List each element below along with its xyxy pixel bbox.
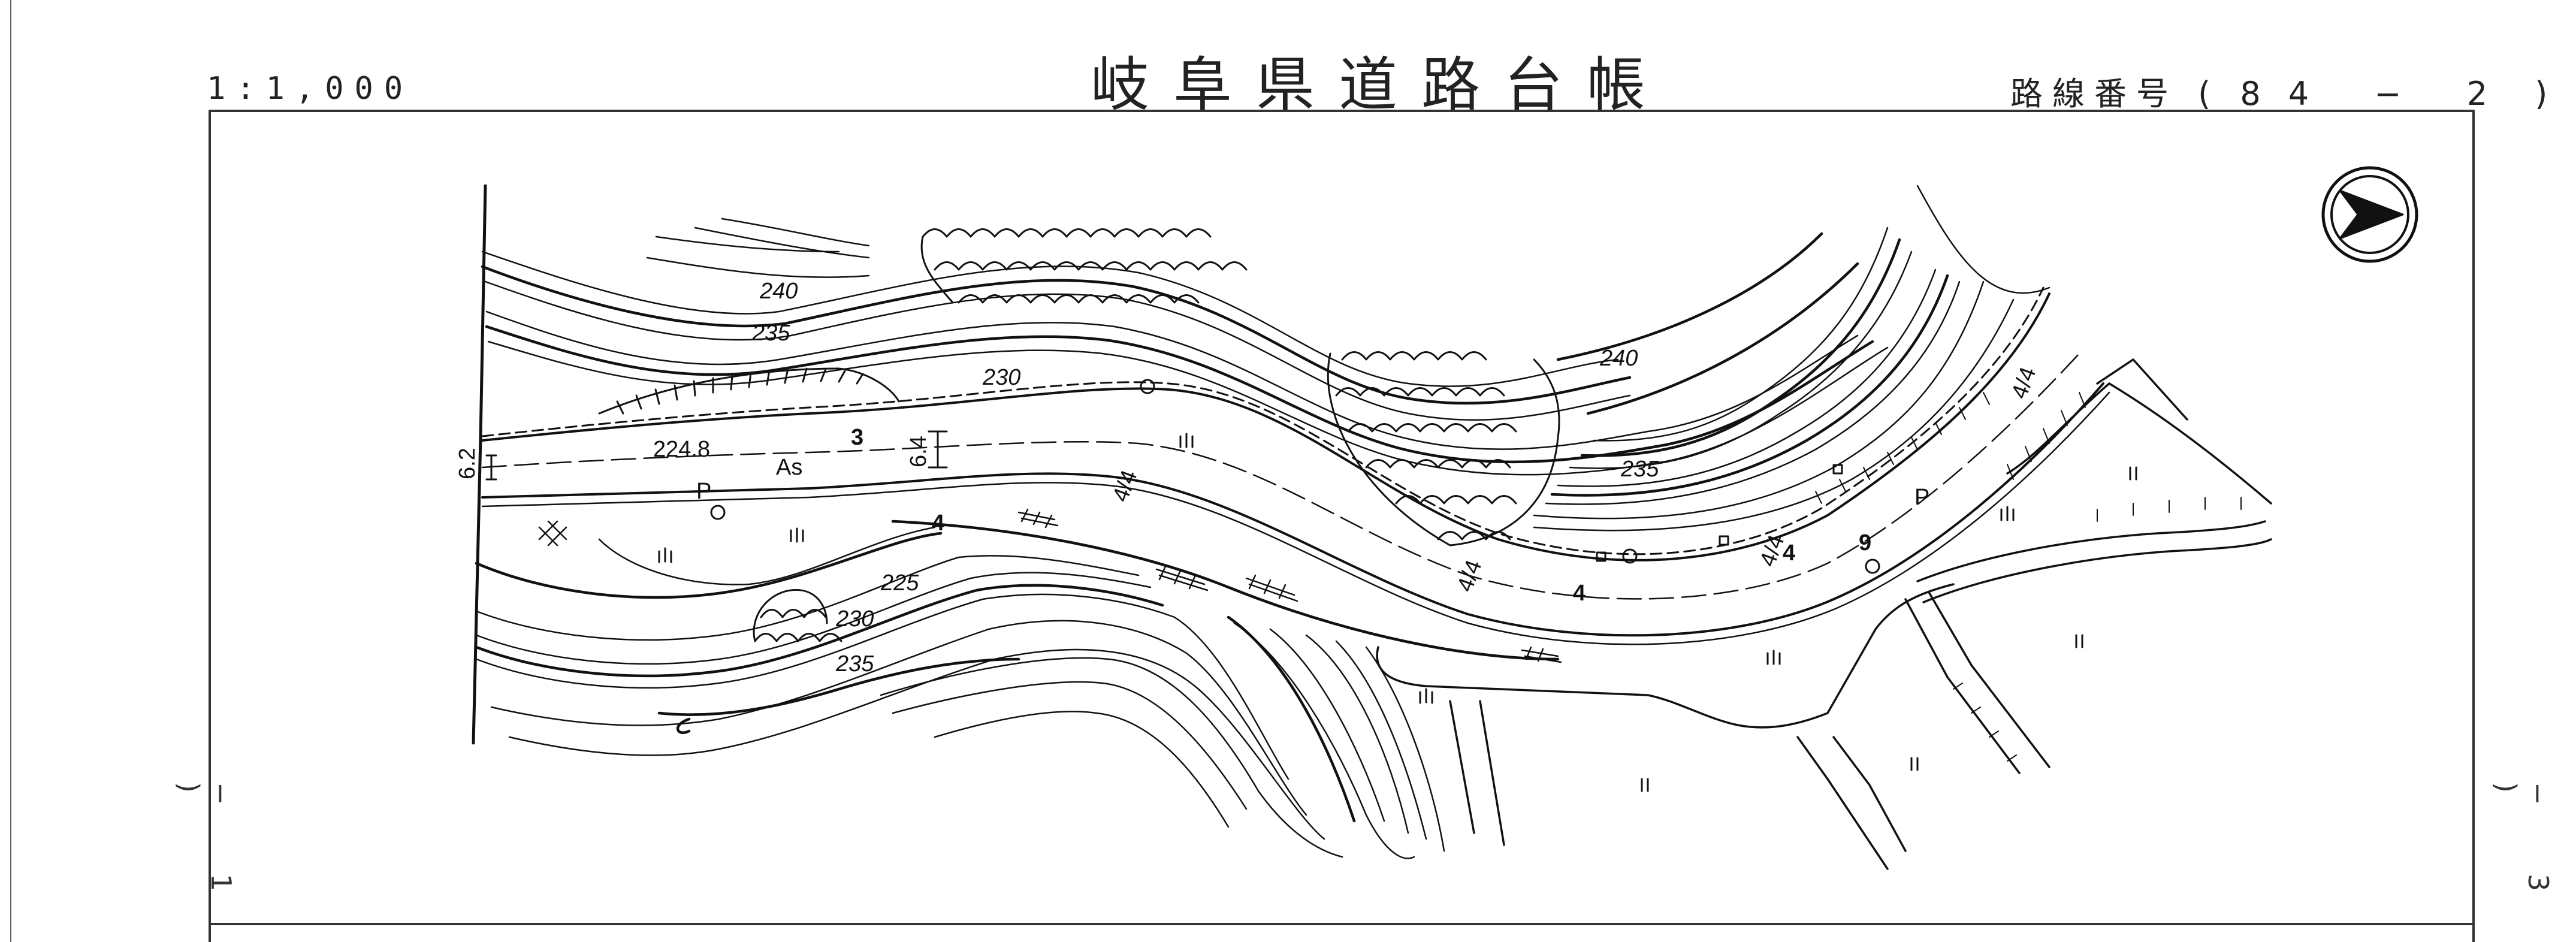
slope-ticks bbox=[1815, 392, 2242, 762]
contour-label-235-right: 235 bbox=[1620, 457, 1659, 482]
contour-label-240-left: 240 bbox=[759, 279, 798, 304]
slope-mark-b: 4/4 bbox=[1452, 557, 1487, 595]
right-upper-contours-bold bbox=[1550, 238, 1949, 497]
route-open: ( bbox=[2198, 75, 2221, 113]
road-lines bbox=[481, 286, 2110, 661]
upper-contours-bold bbox=[481, 232, 1874, 464]
route-close: ) bbox=[2535, 75, 2557, 113]
lower-contours-bold bbox=[475, 532, 1356, 823]
guardrail-hatch bbox=[538, 508, 1562, 663]
map-cut-line bbox=[472, 184, 487, 745]
retaining-wall bbox=[598, 367, 900, 415]
contour-label-230-top: 230 bbox=[982, 365, 1020, 390]
pole-marker-left: P bbox=[696, 479, 711, 504]
pole-marker-right: P bbox=[1914, 485, 1929, 510]
small-number-d: 4 bbox=[1783, 541, 1795, 566]
slope-mark-a: 4/4 bbox=[1108, 467, 1143, 505]
upper-contours bbox=[481, 218, 1889, 476]
tree-cluster-icon bbox=[753, 228, 1560, 642]
north-arrow-icon bbox=[2321, 166, 2418, 263]
left-edge-dimension: 6.2 bbox=[455, 448, 480, 479]
small-number-e: 9 bbox=[1859, 530, 1871, 555]
lower-contours bbox=[475, 526, 1445, 859]
contour-label-235-bottom: 235 bbox=[835, 651, 874, 677]
sheet-index-right: − 3 ) bbox=[2490, 782, 2554, 922]
small-number-c: 4 bbox=[1573, 581, 1586, 606]
land-use-symbols bbox=[658, 433, 2137, 792]
route-number: 84 − 2 bbox=[2240, 75, 2515, 113]
small-number-a: 3 bbox=[851, 425, 863, 450]
map-scale: 1:1,000 bbox=[207, 71, 414, 107]
contour-label-235-left: 235 bbox=[751, 321, 790, 346]
road-width: 6.4 bbox=[906, 436, 931, 467]
road-width-dimension bbox=[485, 430, 948, 481]
road-elevation: 224.8 bbox=[653, 437, 710, 462]
utility-pole-icon bbox=[710, 379, 1880, 574]
page-title: 岐阜県道路台帳 bbox=[1091, 51, 1670, 119]
route-label: 路線番号 bbox=[2010, 75, 2178, 113]
contour-label-230-bottom: 230 bbox=[835, 606, 874, 632]
road-surface: As bbox=[776, 455, 802, 480]
right-upper-contours bbox=[1533, 185, 2050, 532]
small-number-b: 4 bbox=[932, 511, 944, 536]
contour-label-240-right: 240 bbox=[1599, 346, 1638, 371]
map-frame bbox=[209, 110, 2475, 942]
slope-mark-d: 4/4 bbox=[2007, 364, 2042, 402]
route-number-label: 路線番号 ( 84 − 2 ) bbox=[2010, 67, 2557, 114]
contour-label-225: 225 bbox=[880, 570, 919, 596]
side-road bbox=[1376, 358, 2272, 870]
